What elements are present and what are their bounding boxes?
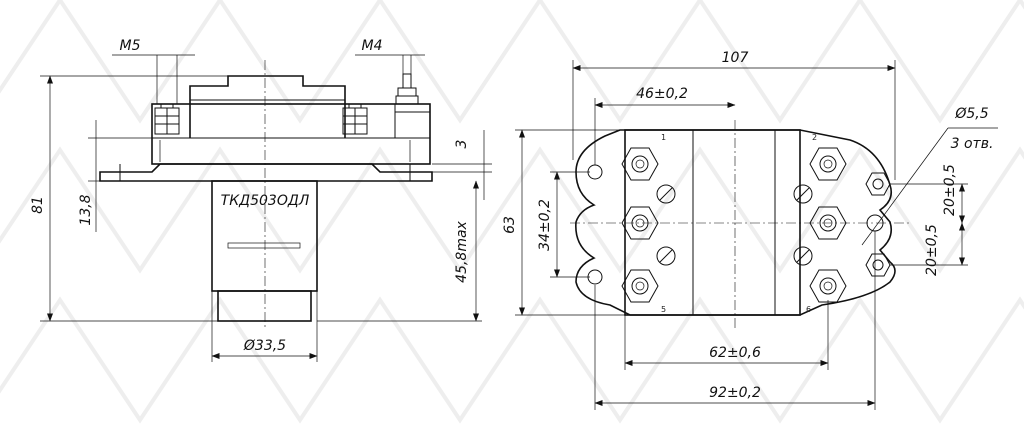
dim-thread-m4: M4 — [362, 38, 383, 54]
flange — [99, 163, 433, 182]
coil-label-plate — [227, 242, 301, 249]
dim-body-height: 45,8max — [454, 220, 470, 282]
terminal-nut-5 — [621, 269, 659, 303]
stud-m5-left — [154, 103, 180, 135]
screw — [656, 184, 676, 204]
dim-flange-height: 13,8 — [78, 194, 94, 225]
background-watermark — [0, 0, 1024, 424]
screw — [793, 246, 813, 266]
dim-thread-m5: M5 — [120, 38, 141, 54]
screw — [793, 184, 813, 204]
dim-inner-height: 34±0,2 — [537, 199, 553, 251]
dim-hole-span: 92±0,2 — [709, 385, 761, 401]
dim-offset: 46±0,2 — [636, 86, 688, 102]
terminal-nut-1 — [621, 147, 659, 181]
dim-overall-width: 107 — [722, 50, 749, 66]
dim-hole-count: 3 отв. — [951, 136, 994, 152]
terminal-nut-3 — [621, 206, 659, 240]
terminal-label-5: 5 — [661, 305, 666, 314]
stud-m5-right — [342, 103, 368, 135]
terminal-nut-6 — [809, 269, 847, 303]
center-housing — [624, 129, 801, 316]
dim-inner-width: 62±0,6 — [709, 345, 761, 361]
mount-hole — [587, 269, 603, 285]
terminal-label-1: 1 — [661, 133, 666, 142]
side-view: ТКД503ОДЛ M5 M4 81 13,8 3 45,8max — [30, 38, 492, 362]
dim-height: 63 — [502, 216, 518, 234]
terminal-label-2: 2 — [812, 133, 817, 142]
top-cover — [189, 75, 346, 138]
leader-line — [861, 127, 949, 246]
base-plate — [575, 129, 896, 316]
body-marking: ТКД503ОДЛ — [221, 193, 310, 209]
mount-hole — [587, 164, 603, 180]
terminal-label-6: 6 — [806, 305, 811, 314]
dim-spacing-upper: 20±0,5 — [942, 164, 958, 216]
coil-bottom — [217, 290, 312, 322]
screw — [656, 246, 676, 266]
dim-total-height: 81 — [30, 196, 46, 214]
terminal-nut-2 — [809, 147, 847, 181]
dim-spacing-lower: 20±0,5 — [924, 224, 940, 276]
terminal-nut-4 — [809, 206, 847, 240]
terminal-block — [151, 103, 431, 165]
dim-flange-thickness: 3 — [454, 140, 470, 149]
stud-m4 — [395, 73, 419, 105]
dim-diameter: Ø33,5 — [243, 338, 286, 354]
top-view: 1 2 5 6 107 46±0,2 Ø5,5 3 отв. 63 34±0,2 — [502, 50, 998, 410]
dim-hole-diameter: Ø5,5 — [954, 106, 988, 122]
